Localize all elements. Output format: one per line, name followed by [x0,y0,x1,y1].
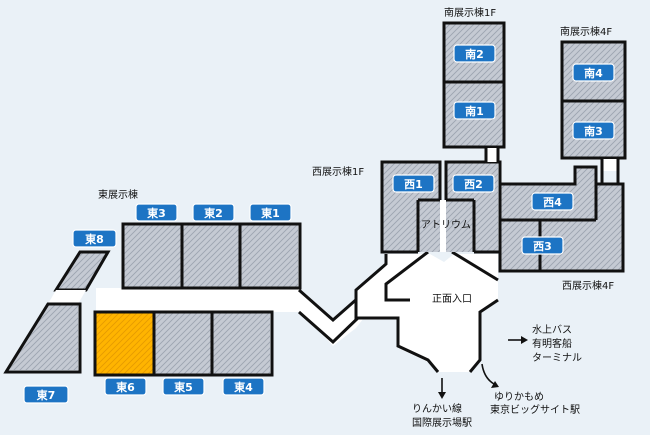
svg-text:東2: 東2 [204,206,223,220]
caption-south-1f: 南展示棟1F [444,6,496,19]
label-south3[interactable]: 南3 [572,121,615,140]
svg-text:西2: 西2 [464,178,483,191]
arrow-right-icon [508,336,528,344]
label-west1[interactable]: 西1 [392,174,435,193]
svg-text:東8: 東8 [85,232,104,246]
svg-text:東1: 東1 [261,206,280,220]
svg-text:南4: 南4 [584,66,603,80]
hall-east1[interactable] [240,225,298,287]
east-building [3,222,378,377]
east-west-corridor [48,290,86,304]
label-east4[interactable]: 東4 [222,377,265,396]
label-west4[interactable]: 西4 [531,192,574,211]
hall-east2[interactable] [182,225,240,287]
entrance-plaza [356,254,498,372]
caption-east-building: 東展示棟 [98,188,138,201]
hall-east3[interactable] [124,225,182,287]
caption-west-4f: 西展示棟4F [562,279,614,292]
svg-text:東3: 東3 [147,206,166,220]
label-south2[interactable]: 南2 [453,44,496,63]
east-walkway [96,288,301,312]
svg-text:南2: 南2 [465,47,484,61]
label-east7[interactable]: 東7 [23,385,69,404]
hall-labels: 東3 東2 東1 東8 東6 東5 東4 東7 西1 西2 西4 西3 南2 南… [23,44,615,404]
water-bus-line1: 水上バス [532,324,572,336]
caption-west-1f: 西展示棟1F [312,165,364,178]
svg-text:西1: 西1 [404,178,423,191]
west1-outline [380,160,442,254]
label-west3[interactable]: 西3 [521,236,564,255]
east-lower-outline [93,310,274,377]
yurikamome-line1: ゆりかもめ [494,391,544,403]
arrow-curved-down-icon [481,363,499,388]
label-east2[interactable]: 東2 [192,203,235,222]
captions: 東展示棟 西展示棟1F 西展示棟4F 南展示棟1F 南展示棟4F アトリウム 正… [98,6,614,305]
svg-text:西4: 西4 [543,196,562,209]
yurikamome-line2: 東京ビッグサイト駅 [490,403,580,416]
svg-text:南3: 南3 [584,124,603,138]
connector-outline-bottom [298,310,362,345]
plaza-outline [354,254,440,373]
label-east8[interactable]: 東8 [72,229,117,248]
south-4f-link [602,159,618,171]
hall-east7[interactable] [8,304,78,370]
south-1f-outline [442,21,506,149]
connector-outline-top [298,288,359,322]
label-east1[interactable]: 東1 [249,203,292,222]
caption-main-entrance: 正面入口 [432,294,472,305]
label-west2[interactable]: 西2 [452,174,495,193]
arrow-down-icon [438,378,446,399]
east-upper-outline [121,222,302,290]
rinkai-line1: りんかい線 [412,402,462,415]
label-east5[interactable]: 東5 [162,377,205,396]
svg-text:東4: 東4 [234,380,253,394]
svg-text:東6: 東6 [116,380,135,394]
hall-east5[interactable] [154,313,212,374]
svg-text:東7: 東7 [37,388,56,402]
caption-atrium: アトリウム [421,219,471,231]
west-building [354,160,625,373]
hall-east8[interactable] [56,252,108,290]
label-south1[interactable]: 南1 [453,101,496,120]
west2-outline [444,160,502,254]
svg-text:東5: 東5 [174,380,193,394]
rinkai-line2: 国際展示場駅 [412,416,472,429]
svg-text:南1: 南1 [465,104,484,118]
label-east6[interactable]: 東6 [104,377,147,396]
label-south4[interactable]: 南4 [572,63,615,82]
hall-east6[interactable] [96,313,154,374]
transport: 水上バス 有明客船 ターミナル りんかい線 国際展示場駅 ゆりかもめ 東京ビッグ… [412,324,582,429]
svg-text:西3: 西3 [533,240,552,253]
caption-south-4f: 南展示棟4F [560,25,612,38]
water-bus-line2: 有明客船 [532,337,572,350]
label-east3[interactable]: 東3 [135,203,178,222]
hall-east4[interactable] [212,313,270,374]
south-1f-link [486,148,498,162]
water-bus-line3: ターミナル [532,352,582,364]
